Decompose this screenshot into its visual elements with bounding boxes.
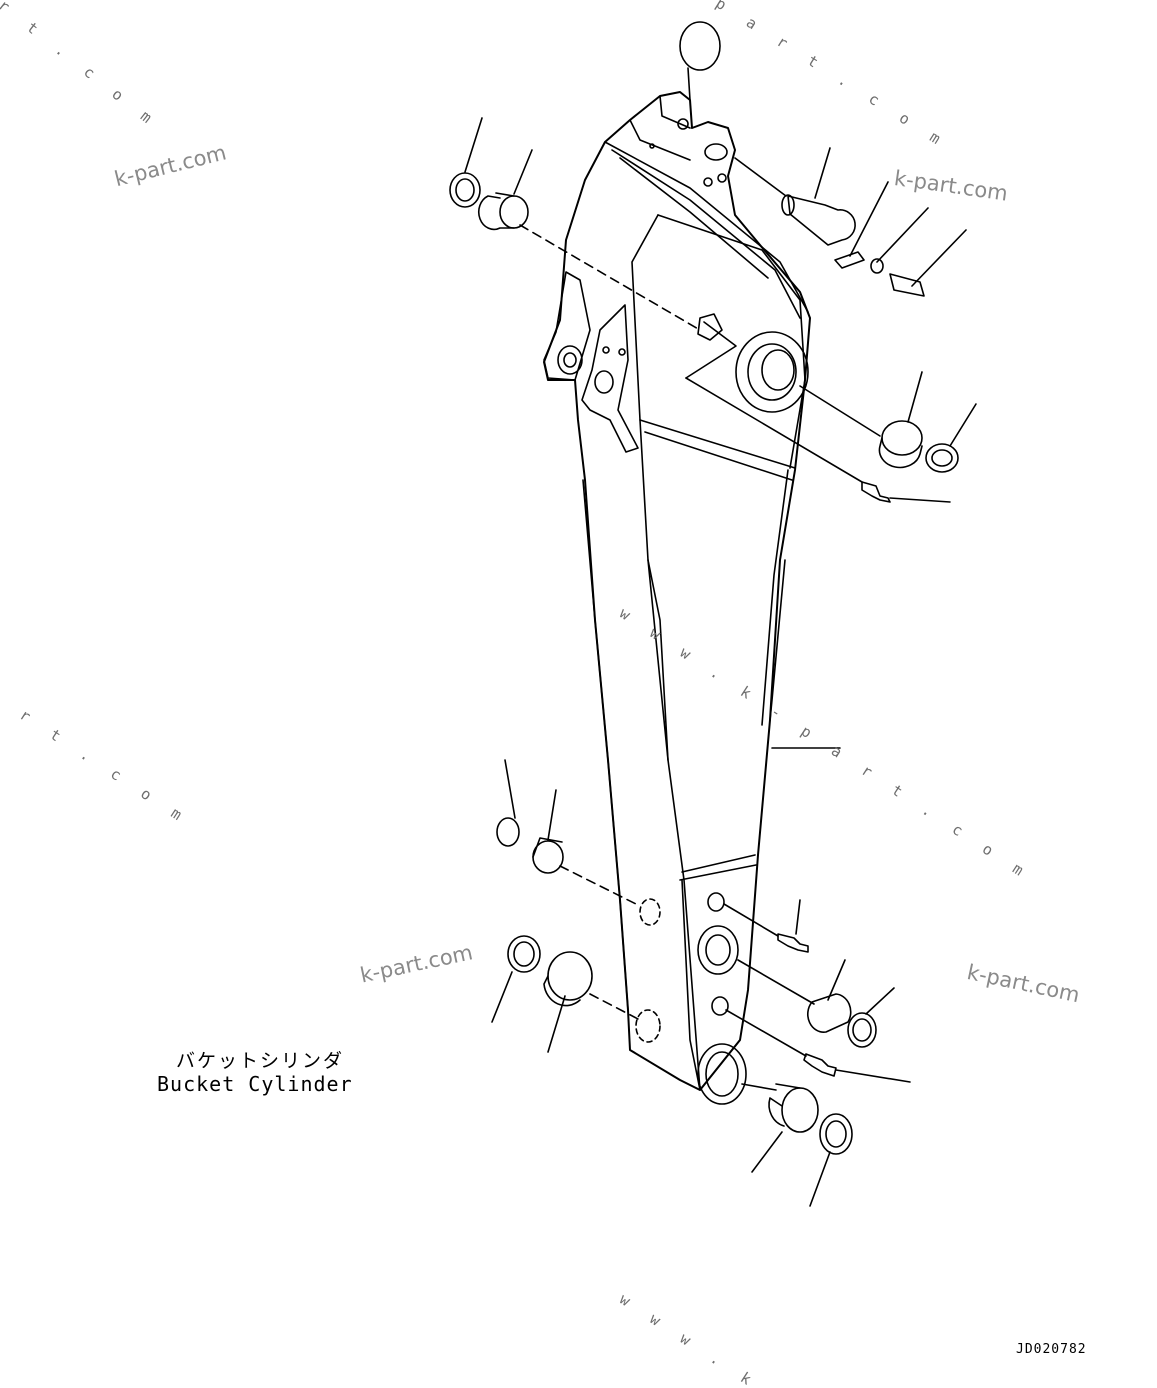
- grease-fitting-upper: [861, 481, 951, 503]
- seal-ring-lower-right-b: [819, 1113, 853, 1155]
- callout-label-japanese: バケットシリンダ: [176, 1050, 345, 1072]
- lock-plate: [834, 251, 865, 269]
- grease-fitting-lower-b: [725, 1009, 911, 1083]
- bushing-lower-left-b: [543, 951, 641, 1053]
- arm-body: [543, 91, 811, 1105]
- bushing-lower-left-a: [532, 789, 641, 907]
- seal-ring-upper-left: [449, 172, 481, 208]
- bushing-upper-left: [477, 149, 533, 231]
- seal-ring-upper-right: [925, 443, 959, 473]
- grease-fitting-lower-a: [723, 899, 809, 953]
- seal-ring-lower-left-a: [496, 817, 520, 847]
- exploded-parts: [449, 21, 977, 1207]
- bushing-lower-right-a: [737, 959, 852, 1033]
- hex-bolt: [889, 229, 967, 297]
- drawing-number: JD020782: [1016, 1342, 1087, 1357]
- top-shim-washer: [679, 21, 721, 71]
- seal-ring-lower-right-a: [847, 1012, 877, 1048]
- callout-label-english: Bucket Cylinder: [157, 1072, 353, 1096]
- bushing-lower-right-b: [741, 1083, 819, 1173]
- pin-upper: [734, 147, 856, 246]
- spring-washer: [870, 258, 884, 274]
- bushing-upper-right: [799, 371, 923, 469]
- seal-ring-lower-left-b: [507, 935, 541, 973]
